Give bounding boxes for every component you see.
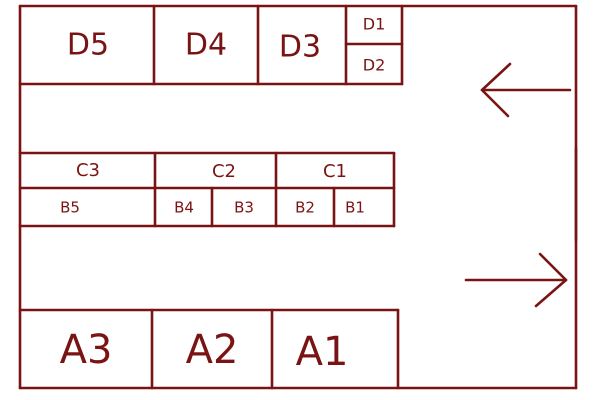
- left-arrow-icon: [480, 62, 572, 118]
- row-a: A3 A2 A1: [18, 308, 400, 390]
- lot-boundary: [18, 4, 578, 390]
- stall-c1: C1: [323, 161, 347, 182]
- stall-c3: C3: [76, 160, 100, 181]
- middle-island: [18, 151, 396, 228]
- stall-c2: C2: [212, 161, 236, 182]
- stall-a3: A3: [60, 327, 113, 373]
- row-d: D5 D4 D3 D1 D2: [18, 4, 404, 86]
- stall-d1: D1: [363, 15, 386, 34]
- stall-b2: B2: [295, 199, 315, 217]
- stall-a1: A1: [296, 329, 349, 375]
- right-arrow-icon: [464, 252, 568, 308]
- stall-b1: B1: [345, 199, 365, 217]
- stall-b4: B4: [174, 199, 194, 217]
- stall-d4: D4: [185, 28, 227, 63]
- stall-d3: D3: [279, 30, 321, 65]
- stall-b5: B5: [60, 199, 80, 217]
- stall-a2: A2: [186, 327, 239, 373]
- row-b: B5 B4 B3 B2 B1: [60, 199, 365, 217]
- row-c: C3 C2 C1: [76, 160, 347, 182]
- stall-d2: D2: [363, 56, 386, 75]
- stall-d5: D5: [67, 28, 109, 63]
- stall-b3: B3: [234, 199, 254, 217]
